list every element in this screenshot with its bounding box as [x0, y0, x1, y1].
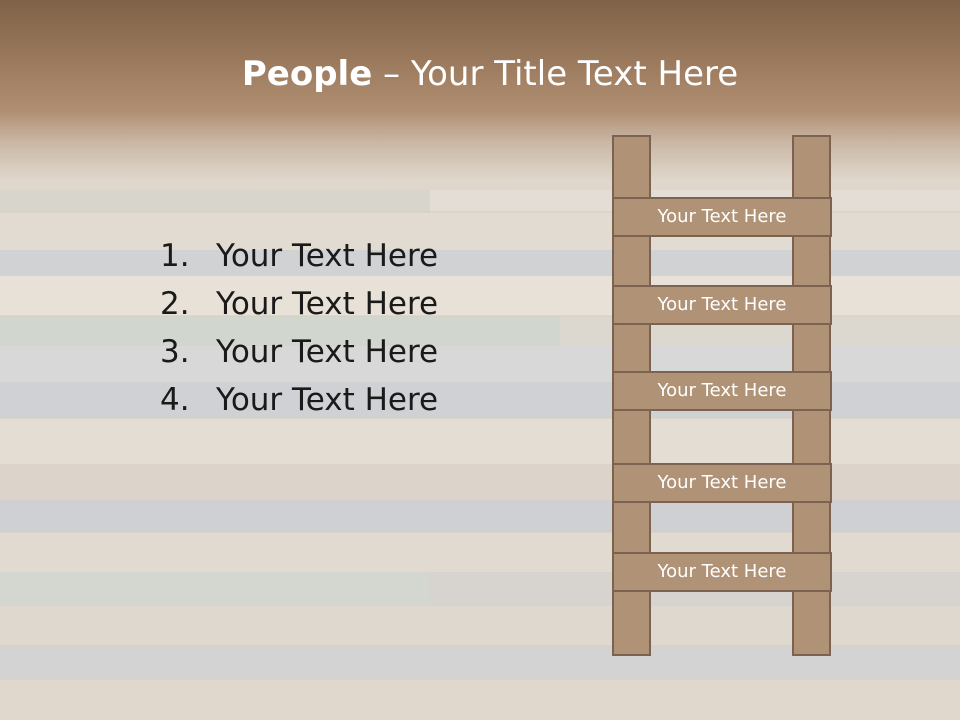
list-item: 2. Your Text Here — [160, 280, 438, 328]
list-item-text: Your Text Here — [216, 238, 439, 274]
ladder-rung: Your Text Here — [612, 552, 832, 592]
ladder-rung: Your Text Here — [612, 285, 832, 325]
title-bold: People — [241, 54, 373, 94]
ladder-rung: Your Text Here — [612, 463, 832, 503]
list-item: 3. Your Text Here — [160, 328, 438, 376]
ladder-rung: Your Text Here — [612, 197, 832, 237]
list-item-number: 1. — [160, 238, 190, 274]
list-item-text: Your Text Here — [216, 334, 439, 370]
list-item: 4. Your Text Here — [160, 376, 438, 424]
list-item-text: Your Text Here — [216, 382, 439, 418]
slide-title: People – Your Title Text Here — [0, 54, 960, 94]
title-rest: – Your Title Text Here — [372, 54, 739, 94]
list-item: 1. Your Text Here — [160, 232, 438, 280]
ladder-rung: Your Text Here — [612, 371, 832, 411]
list-item-number: 2. — [160, 286, 190, 322]
list-item-number: 4. — [160, 382, 190, 418]
list-item-text: Your Text Here — [216, 286, 439, 322]
list-item-number: 3. — [160, 334, 190, 370]
numbered-list: 1. Your Text Here 2. Your Text Here 3. Your… — [160, 232, 438, 424]
